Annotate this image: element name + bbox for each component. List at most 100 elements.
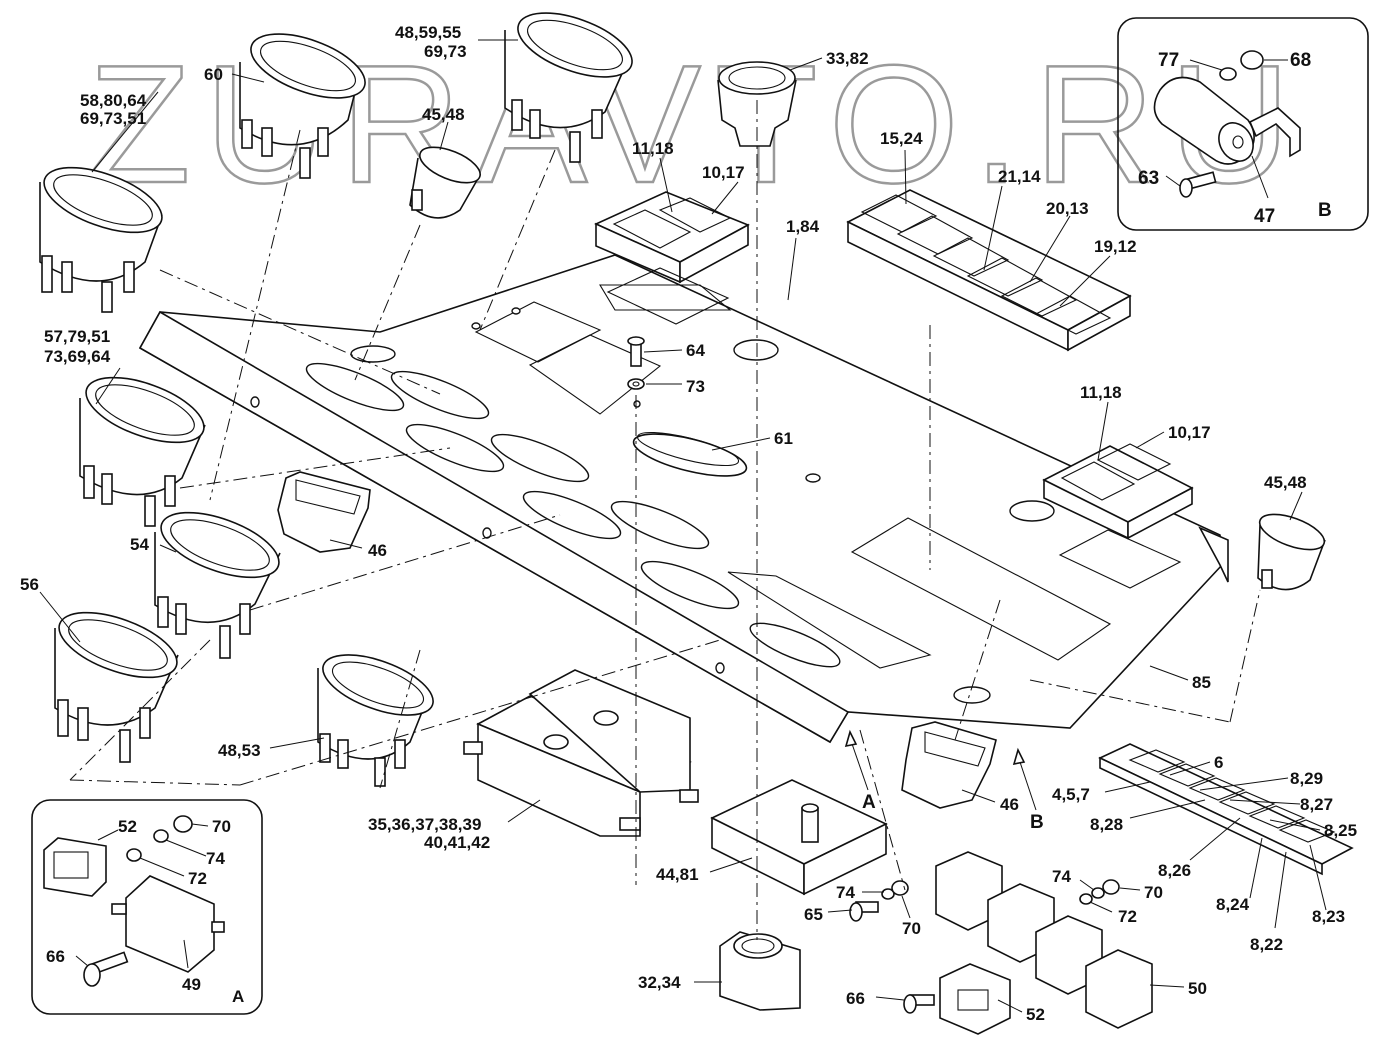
- module-44-81: [710, 779, 888, 896]
- bracket-46-bottom: [901, 721, 997, 809]
- switch-block-top: [594, 191, 750, 284]
- label-46-bottom: 46: [1000, 795, 1019, 814]
- label-a-arrow: A: [862, 792, 876, 813]
- gauge-48-53: [317, 654, 434, 787]
- switch-block-right: [1042, 443, 1194, 540]
- view-arrow-b: [1012, 747, 1037, 811]
- label-8-29: 8,29: [1290, 769, 1323, 788]
- label-52-bottom: 52: [1026, 1005, 1045, 1024]
- inset-a-label-74: 74: [206, 849, 225, 868]
- leader-lines: [39, 39, 1327, 1013]
- gauge-57-79-51: [79, 376, 206, 527]
- inset-a-label-52: 52: [118, 817, 137, 836]
- fuse-block-6: [1098, 743, 1354, 876]
- washer-72-right: [1079, 893, 1093, 905]
- inset-a-label-72: 72: [188, 869, 207, 888]
- view-arrow-a: [844, 729, 869, 791]
- inset-b-label-77: 77: [1158, 50, 1179, 71]
- label-1-84: 1,84: [786, 217, 820, 236]
- gauge-48-59-55: [504, 12, 633, 163]
- callout-labels: 58,80,64 69,73,51 60 48,59,55 69,73 33,8…: [20, 23, 1357, 1024]
- label-85: 85: [1192, 673, 1211, 692]
- gauge-60: [239, 33, 366, 179]
- label-64: 64: [686, 341, 705, 360]
- label-8-22: 8,22: [1250, 935, 1283, 954]
- label-15-24: 15,24: [880, 129, 923, 148]
- label-8-26: 8,26: [1158, 861, 1191, 880]
- inset-a-label-70: 70: [212, 817, 231, 836]
- label-20-13: 20,13: [1046, 199, 1089, 218]
- switch-block-long: [846, 189, 1132, 352]
- connector-32-34: [719, 931, 801, 1011]
- label-8-28: 8,28: [1090, 815, 1123, 834]
- label-45-48-top: 45,48: [422, 105, 465, 124]
- label-10-17-top: 10,17: [702, 163, 745, 182]
- screw-64: [627, 336, 645, 367]
- label-10-17-right: 10,17: [1168, 423, 1211, 442]
- washer-74-right: [1091, 887, 1105, 899]
- gauge-54: [154, 511, 281, 659]
- relay-socket-52: [939, 963, 1011, 1035]
- label-8-25: 8,25: [1324, 821, 1357, 840]
- bolt-66-bottom: [903, 994, 935, 1014]
- inset-b-title: B: [1318, 200, 1332, 221]
- washer-74-mid: [881, 888, 895, 900]
- label-11-18-right: 11,18: [1080, 383, 1122, 402]
- label-19-12: 19,12: [1094, 237, 1137, 256]
- inset-b-label-47: 47: [1254, 206, 1275, 227]
- label-45-48-right: 45,48: [1264, 473, 1307, 492]
- label-b-arrow: B: [1030, 812, 1044, 833]
- relay-group-50: [935, 851, 1153, 1029]
- label-6: 6: [1214, 753, 1223, 772]
- label-35-39: 35,36,37,38,39: [368, 815, 481, 834]
- washer-73: [627, 378, 645, 390]
- label-8-23: 8,23: [1312, 907, 1345, 926]
- nut-70-right: [1102, 879, 1120, 895]
- label-65: 65: [804, 905, 823, 924]
- label-33-82: 33,82: [826, 49, 869, 68]
- label-48-53: 48,53: [218, 741, 261, 760]
- inset-a-label-49: 49: [182, 975, 201, 994]
- round-plug-45-48-top: [409, 146, 481, 219]
- label-4-5-7: 4,5,7: [1052, 785, 1090, 804]
- gauge-58-80-64: [39, 166, 163, 313]
- gauge-56: [54, 611, 179, 763]
- label-58-80-64: 58,80,64: [80, 91, 147, 110]
- label-54: 54: [130, 535, 149, 554]
- oval-plug-61: [632, 431, 748, 477]
- label-56: 56: [20, 575, 39, 594]
- switch-mounting-frame-top: [606, 267, 730, 325]
- inset-b-label-68: 68: [1290, 50, 1311, 71]
- label-69-73-51: 69,73,51: [80, 109, 146, 128]
- inset-a-title: A: [232, 987, 244, 1006]
- dashboard-panel: [138, 254, 1229, 744]
- label-21-14: 21,14: [998, 167, 1041, 186]
- label-44-81: 44,81: [656, 865, 699, 884]
- label-60: 60: [204, 65, 223, 84]
- label-8-27: 8,27: [1300, 795, 1333, 814]
- inset-b: B 77 68 63 47: [1117, 17, 1369, 231]
- inset-a-label-66: 66: [46, 947, 65, 966]
- inset-a: A 52 70 74 72 66 49: [31, 799, 263, 1015]
- label-69-73: 69,73: [424, 42, 467, 61]
- label-66-bottom: 66: [846, 989, 865, 1008]
- label-32-34: 32,34: [638, 973, 681, 992]
- nut-70-mid: [891, 880, 909, 896]
- label-8-24: 8,24: [1216, 895, 1250, 914]
- label-46-left: 46: [368, 541, 387, 560]
- relay-block-35-42: [463, 669, 699, 837]
- label-57-79-51: 57,79,51: [44, 327, 110, 346]
- round-plug-45-48-right: [1257, 513, 1326, 591]
- assembly-lines: [69, 100, 1261, 940]
- label-73-69-64: 73,69,64: [44, 347, 111, 366]
- inset-b-label-63: 63: [1138, 168, 1159, 189]
- label-72-right: 72: [1118, 907, 1137, 926]
- bracket-46-left: [277, 471, 371, 553]
- label-73: 73: [686, 377, 705, 396]
- label-50: 50: [1188, 979, 1207, 998]
- label-48-59-55: 48,59,55: [395, 23, 461, 42]
- label-40-42: 40,41,42: [424, 833, 490, 852]
- label-70-right: 70: [1144, 883, 1163, 902]
- label-70-mid: 70: [902, 919, 921, 938]
